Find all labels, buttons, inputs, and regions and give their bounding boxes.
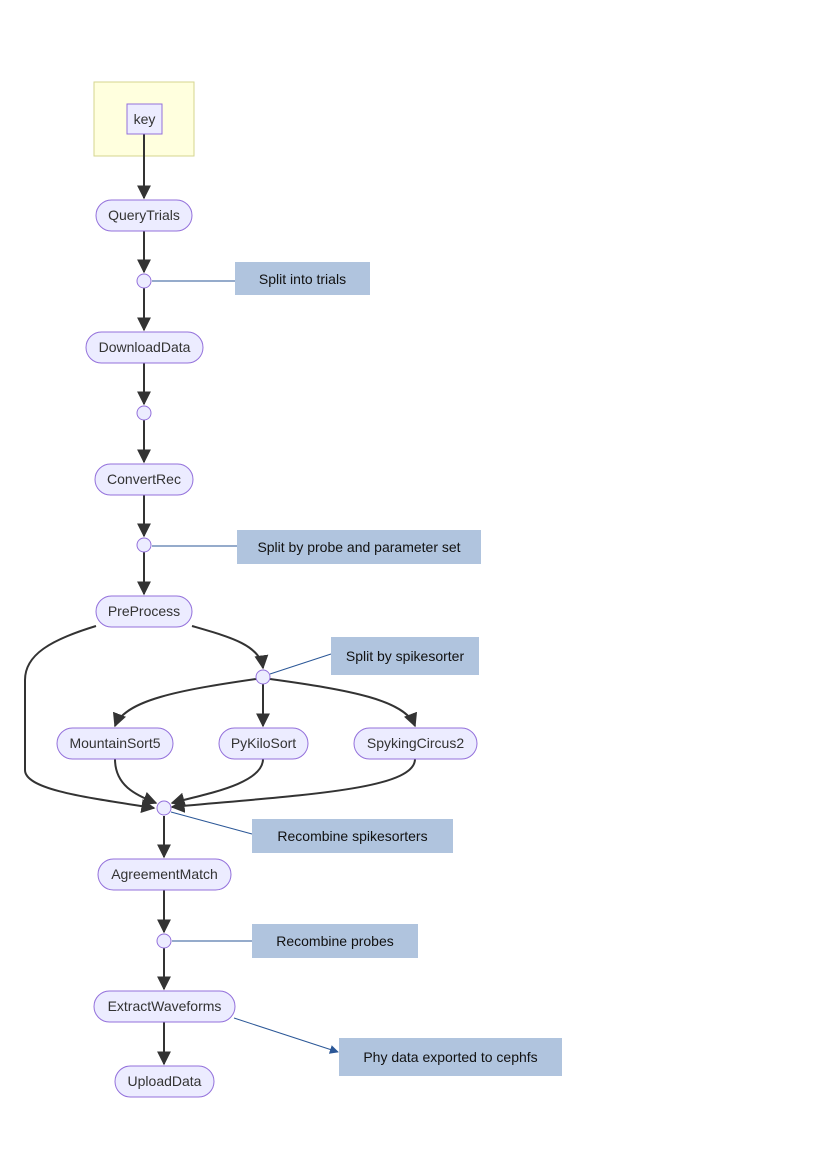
node-download-data-label: DownloadData	[99, 339, 191, 355]
junction-recombine-sorters	[156, 800, 172, 816]
node-extract-waveforms[interactable]: ExtractWaveforms	[93, 990, 236, 1023]
note-split-trials-label: Split into trials	[259, 271, 346, 287]
node-spykingcircus2-label: SpykingCircus2	[367, 735, 464, 751]
note-split-sorter: Split by spikesorter	[331, 637, 479, 675]
note-phy-export-label: Phy data exported to cephfs	[363, 1049, 537, 1065]
note-split-probe-label: Split by probe and parameter set	[257, 539, 460, 555]
node-key-label: key	[134, 111, 156, 127]
node-agreement-match-label: AgreementMatch	[111, 866, 218, 882]
edge-preprocess-junction4	[191, 625, 269, 670]
note-recombine-sorters-label: Recombine spikesorters	[277, 828, 427, 844]
edge-pykilosort-junction5	[170, 758, 264, 807]
note-phy-export: Phy data exported to cephfs	[339, 1038, 562, 1076]
edge-mountainsort5-junction5	[114, 758, 158, 806]
junction-after-download	[136, 405, 152, 421]
node-pykilosort[interactable]: PyKiloSort	[218, 727, 309, 760]
note-recombine-probes: Recombine probes	[252, 924, 418, 958]
link-split-sorter	[269, 653, 332, 675]
edge-junction4-mountainsort5	[113, 678, 257, 728]
link-phy-export	[233, 1017, 339, 1054]
edge-preprocess-recombine-left	[24, 625, 156, 813]
node-mountainsort5-label: MountainSort5	[69, 735, 160, 751]
junction-split-sorter	[255, 669, 271, 685]
node-pre-process-label: PreProcess	[108, 603, 180, 619]
node-download-data[interactable]: DownloadData	[85, 331, 204, 364]
node-convert-rec-label: ConvertRec	[107, 471, 181, 487]
node-agreement-match[interactable]: AgreementMatch	[97, 858, 232, 891]
junctions	[136, 273, 271, 949]
link-recombine-sorters	[170, 811, 253, 835]
note-links	[152, 280, 339, 1054]
note-split-probe: Split by probe and parameter set	[237, 530, 481, 564]
junction-split-trials	[136, 273, 152, 289]
edge-junction4-spykingcircus2	[269, 678, 417, 728]
node-key[interactable]: key	[126, 103, 163, 135]
note-recombine-sorters: Recombine spikesorters	[252, 819, 453, 853]
note-split-sorter-label: Split by spikesorter	[346, 648, 465, 664]
node-spykingcircus2[interactable]: SpykingCircus2	[353, 727, 478, 760]
node-pre-process[interactable]: PreProcess	[95, 595, 193, 628]
edges	[24, 134, 417, 1066]
node-upload-data[interactable]: UploadData	[114, 1065, 215, 1098]
note-recombine-probes-label: Recombine probes	[276, 933, 394, 949]
node-query-trials-label: QueryTrials	[108, 207, 180, 223]
node-pykilosort-label: PyKiloSort	[231, 735, 296, 751]
node-mountainsort5[interactable]: MountainSort5	[56, 727, 174, 760]
node-query-trials[interactable]: QueryTrials	[95, 199, 193, 232]
junction-split-probe	[136, 537, 152, 553]
node-extract-waveforms-label: ExtractWaveforms	[108, 998, 222, 1014]
edge-spykingcircus2-junction5	[170, 758, 416, 813]
node-convert-rec[interactable]: ConvertRec	[94, 463, 194, 496]
note-split-trials: Split into trials	[235, 262, 370, 295]
node-upload-data-label: UploadData	[128, 1073, 202, 1089]
junction-recombine-probes	[156, 933, 172, 949]
